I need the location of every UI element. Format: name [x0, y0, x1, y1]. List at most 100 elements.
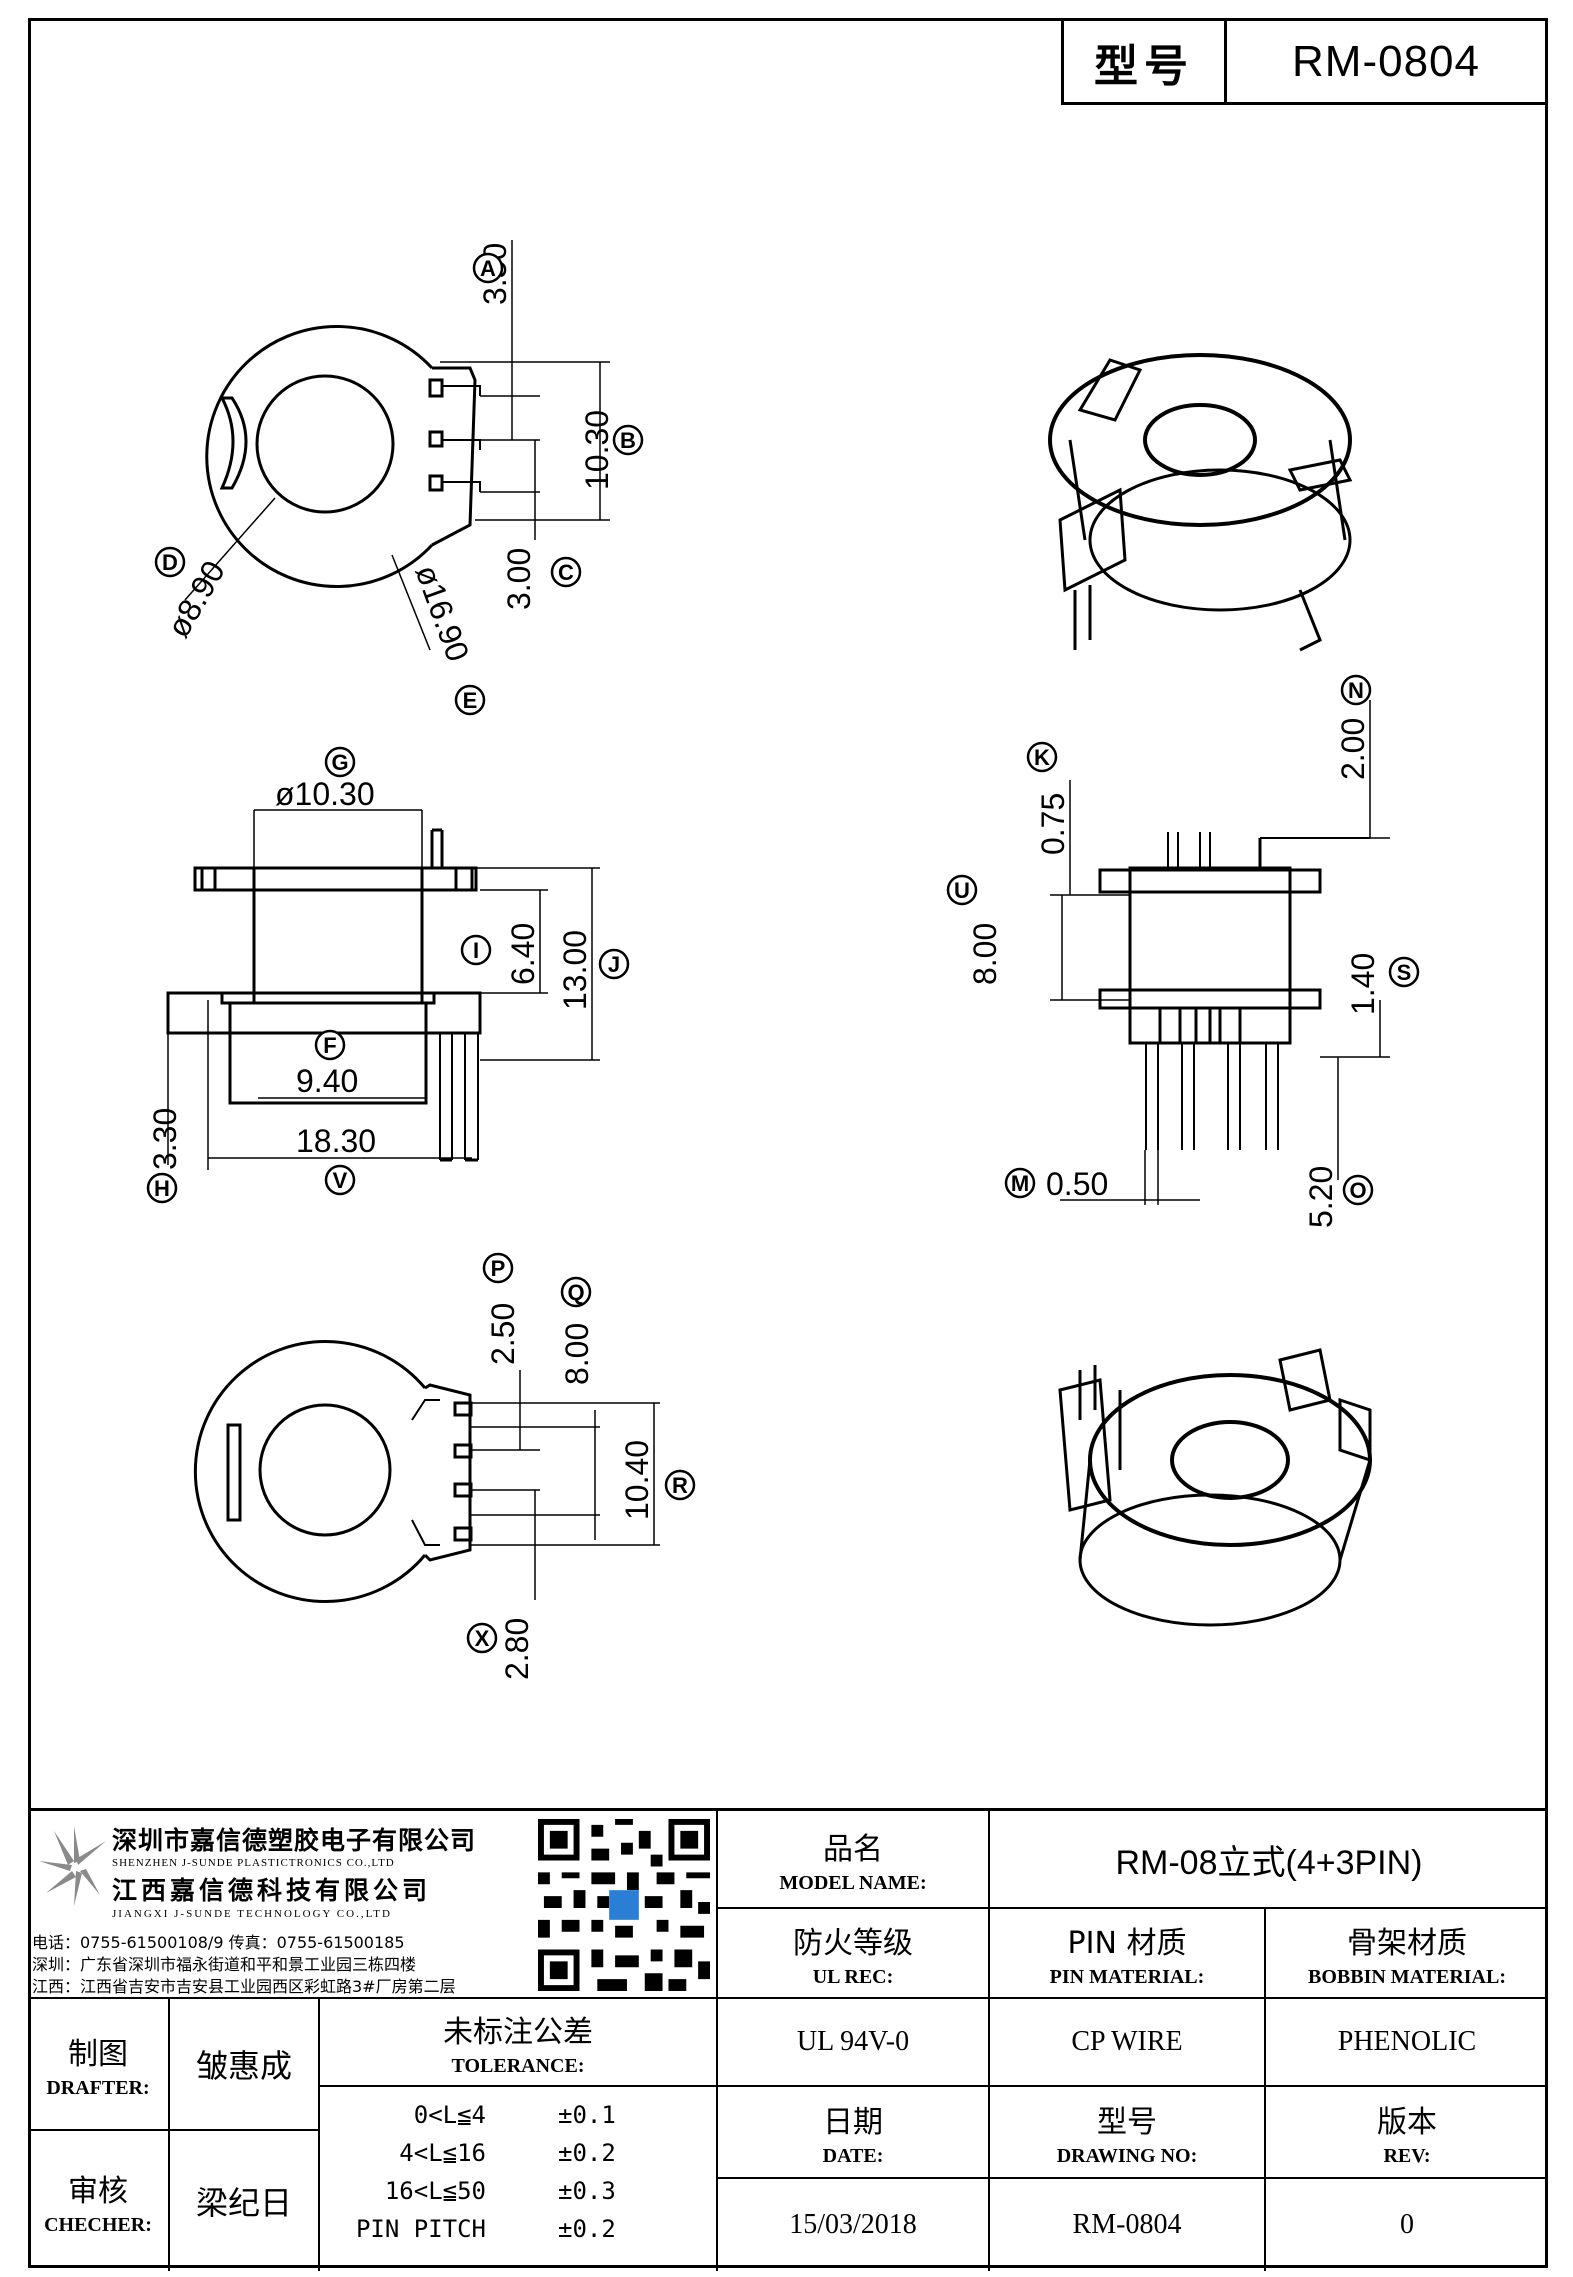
drawing-no-value: RM-0804 [990, 2179, 1266, 2271]
model-name-value: RM-08立式(4+3PIN) [990, 1811, 1548, 1909]
drafter-label: 制图 DRAFTER: [28, 1999, 170, 2131]
dimension-tag-g: G [324, 746, 356, 778]
dim-V: 18.30 [296, 1123, 376, 1159]
drawing-no-label: 型号 DRAWING NO: [990, 2087, 1266, 2179]
company-name-sz-en: SHENZHEN J-SUNDE PLASTICTRONICS CO.,LTD [112, 1857, 395, 1869]
company-name-jx-en: JIANGXI J-SUNDE TECHNOLOGY CO.,LTD [112, 1908, 392, 1920]
rev-label: 版本 REV: [1266, 2087, 1548, 2179]
dim-N: 2.00 [1335, 718, 1371, 780]
dimension-tag-k: K [1026, 741, 1058, 773]
dim-K: 0.75 [1035, 793, 1071, 855]
rev-value: 0 [1400, 2209, 1414, 2240]
dimension-tag-u: U [946, 874, 978, 906]
dim-B: 10.30 [579, 410, 615, 490]
tolerance-table: 0<L≦4 ±0.1 4<L≦16 ±0.2 16<L≦50 ±0.3 PIN … [320, 2087, 718, 2271]
dim-C: 3.00 [501, 548, 537, 610]
dimension-tag-label: J [608, 952, 620, 977]
dimension-tag-i: I [460, 934, 492, 966]
dimension-tag-n: N [1340, 674, 1372, 706]
dimension-tag-f: F [314, 1029, 346, 1061]
dim-M: 0.50 [1046, 1166, 1108, 1202]
dim-E: ø16.90 [408, 560, 476, 666]
model-header: 型号 RM-0804 [1061, 21, 1545, 105]
dimension-tag-q: Q [560, 1276, 592, 1308]
ul-rec-value: UL 94V-0 [718, 1999, 990, 2087]
checker-label: 审核 CHECHER: [28, 2131, 170, 2271]
company-address-jx: 江西：江西省吉安市吉安县工业园西区彩虹路3#厂房第二层 [32, 1977, 456, 1996]
dimension-tag-h: H [146, 1172, 178, 1204]
isometric-view-top [1048, 353, 1353, 652]
dim-U: 8.00 [967, 923, 1003, 985]
front-view [166, 809, 600, 1170]
dim-I: 6.40 [505, 923, 541, 985]
tolerance-range-3: 16<L≦50 [384, 2177, 486, 2205]
company-name-sz: 深圳市嘉信德塑胶电子有限公司 [112, 1826, 477, 1855]
dimension-tag-label: Q [567, 1280, 584, 1305]
dimension-tag-e: E [454, 684, 486, 716]
dimension-tag-label: M [1011, 1171, 1029, 1196]
tolerance-range-4: PIN PITCH [355, 2215, 486, 2243]
dim-H: 3.30 [147, 1108, 183, 1170]
dimension-tag-label: H [154, 1176, 170, 1201]
date-label: 日期 DATE: [718, 2087, 990, 2179]
bobbin-material-value: PHENOLIC [1266, 1999, 1548, 2087]
dim-X: 2.80 [499, 1618, 535, 1680]
company-address-sz: 深圳：广东省深圳市福永街道和平和景工业园三栋四楼 [32, 1955, 417, 1974]
tolerance-range-2: 4<L≦16 [399, 2139, 486, 2167]
tolerance-value-4: ±0.2 [558, 2215, 616, 2243]
qr-code-icon [538, 1819, 710, 1991]
dimension-tag-label: A [480, 256, 496, 281]
dimension-tag-a: A [472, 252, 504, 284]
tolerance-value-3: ±0.3 [558, 2177, 616, 2205]
dimension-tag-label: V [333, 1168, 348, 1193]
dimension-tag-label: C [558, 560, 574, 585]
dimension-tag-c: C [550, 556, 582, 588]
dimension-tag-p: P [482, 1252, 514, 1284]
dimension-tag-label: F [323, 1033, 336, 1058]
dimension-tag-label: S [1397, 960, 1412, 985]
tolerance-label: 未标注公差 TOLERANCE: [320, 1999, 718, 2087]
dimension-tag-x: X [466, 1622, 498, 1654]
bobbin-material-label: 骨架材质 BOBBIN MATERIAL: [1266, 1909, 1548, 1999]
dim-P: 2.50 [485, 1303, 521, 1365]
model-header-value: RM-0804 [1292, 36, 1480, 86]
dimension-tag-label: E [463, 688, 478, 713]
dimension-tag-label: G [331, 750, 348, 775]
dimension-tag-label: R [672, 1473, 688, 1498]
checker-value: 梁纪日 [170, 2131, 320, 2271]
pin-material-label: PIN 材质 PIN MATERIAL: [990, 1909, 1266, 1999]
model-name-label: 品名 MODEL NAME: [718, 1811, 990, 1909]
company-phone: 电话：0755-61500108/9 传真：0755-61500185 [32, 1933, 405, 1952]
tolerance-range-1: 0<L≦4 [413, 2101, 486, 2129]
dimension-tag-v: V [324, 1164, 356, 1196]
date-value: 15/03/2018 [718, 2179, 990, 2271]
dim-J: 13.00 [557, 930, 593, 1010]
dimension-tag-label: K [1034, 745, 1050, 770]
model-header-label: 型号 [1064, 21, 1227, 102]
company-name-jx: 江西嘉信德科技有限公司 [112, 1876, 432, 1905]
bottom-view [193, 1340, 660, 1603]
technical-drawing: 3.50 10.30 3.00 ø8.90 ø16.90 ø10.30 6.40… [146, 240, 1420, 1680]
top-view [184, 240, 610, 651]
dimension-tag-j: J [598, 948, 630, 980]
dimension-tag-label: X [475, 1626, 490, 1651]
dimension-tag-r: R [664, 1469, 696, 1501]
drawing-frame: 型号 RM-0804 [28, 18, 1548, 2268]
side-view [1050, 700, 1390, 1205]
dim-R: 10.40 [619, 1440, 655, 1520]
dimension-tag-o: O [1342, 1174, 1374, 1206]
dim-Q: 8.00 [559, 1323, 595, 1385]
dimension-tag-label: D [162, 550, 178, 575]
dim-O: 5.20 [1303, 1166, 1339, 1228]
dimension-tag-label: N [1348, 678, 1364, 703]
dimension-tag-label: P [491, 1256, 506, 1281]
dimension-tag-m: M [1004, 1167, 1036, 1199]
title-block: 深圳市嘉信德塑胶电子有限公司 SHENZHEN J-SUNDE PLASTICT… [28, 1808, 1548, 2271]
dimension-tag-label: O [1349, 1178, 1366, 1203]
company-info: 深圳市嘉信德塑胶电子有限公司 SHENZHEN J-SUNDE PLASTICT… [28, 1811, 718, 1999]
tolerance-value-1: ±0.1 [558, 2101, 616, 2129]
isometric-view-bottom [1058, 1348, 1372, 1627]
dim-S: 1.40 [1345, 953, 1381, 1015]
ul-rec-label: 防火等级 UL REC: [718, 1909, 990, 1999]
